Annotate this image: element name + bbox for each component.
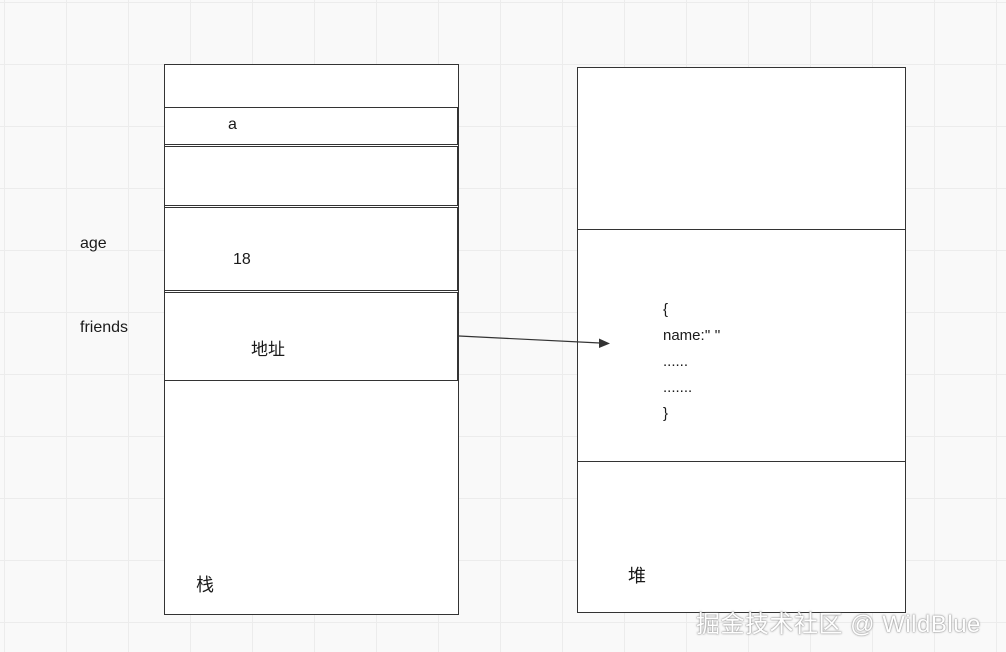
heap-object-line: { xyxy=(663,301,669,318)
watermark: 掘金技术社区 @ WildBlue xyxy=(696,611,981,638)
heap-object-line: ....... xyxy=(663,379,693,396)
arrow-line xyxy=(458,335,601,344)
stack-cell-a-label: a xyxy=(228,116,237,133)
stack-cell-age xyxy=(164,207,458,291)
stack-cell-age-value: 18 xyxy=(233,251,251,268)
heap-title: 堆 xyxy=(628,566,646,586)
heap-column xyxy=(577,67,906,613)
stack-cell-empty xyxy=(164,146,458,206)
heap-divider-top xyxy=(577,229,906,230)
heap-divider-bottom xyxy=(577,461,906,462)
stack-cell-friends xyxy=(164,292,458,381)
stack-cell-a xyxy=(164,107,458,145)
heap-object-line: } xyxy=(663,405,669,422)
stack-cell-friends-value: 地址 xyxy=(251,340,285,359)
stack-title: 栈 xyxy=(196,575,214,595)
age-label: age xyxy=(80,235,107,252)
heap-object-line: ...... xyxy=(663,353,689,370)
heap-object-line: name:'' '' xyxy=(663,327,721,344)
arrow-head xyxy=(599,338,610,348)
friends-label: friends xyxy=(80,319,129,336)
